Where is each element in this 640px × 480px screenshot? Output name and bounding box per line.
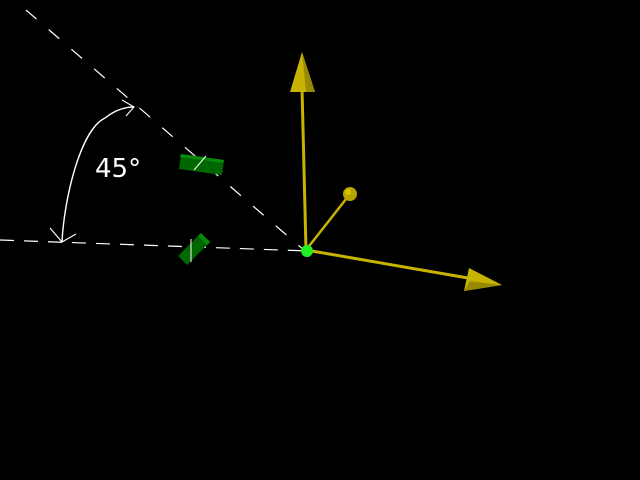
arrow-up-icon[interactable] xyxy=(290,52,315,251)
angle-label: 45° xyxy=(95,154,142,184)
diagonal-reference-line xyxy=(25,9,306,252)
rotation-handle-icon[interactable] xyxy=(178,233,210,265)
origin-point-icon[interactable] xyxy=(301,245,313,257)
angle-arc-arrowhead-start xyxy=(49,227,77,243)
horizontal-reference-line xyxy=(0,239,309,252)
angle-arc xyxy=(61,106,135,243)
rotation-ball-icon[interactable] xyxy=(305,187,357,251)
angle-arc-arrowhead-end xyxy=(121,99,135,117)
rotation-handle-icon[interactable] xyxy=(179,154,224,175)
arrow-right-icon[interactable] xyxy=(305,248,502,291)
